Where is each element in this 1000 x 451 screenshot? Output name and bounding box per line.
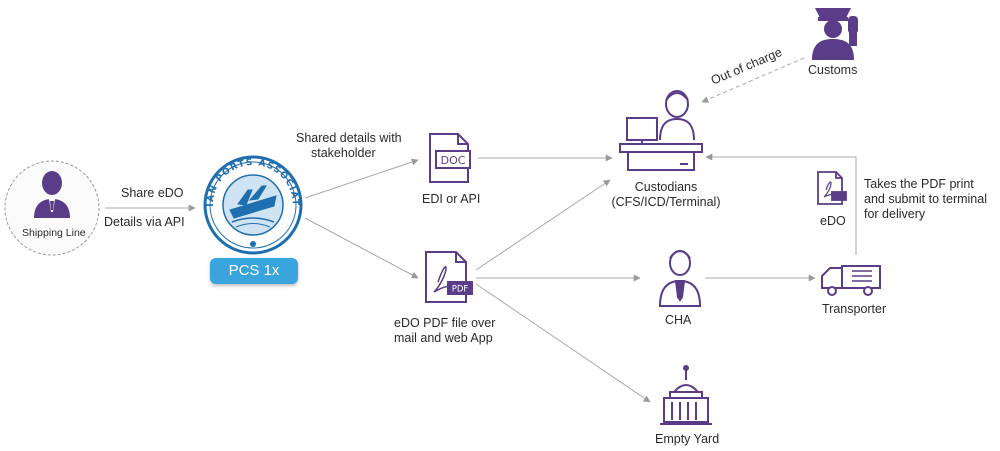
edo-pdf-icon[interactable] [817, 171, 847, 205]
pcs-badge[interactable]: PCS 1x [210, 258, 298, 284]
edo-pdf-label-line1: eDO PDF file over [394, 316, 496, 330]
cha-agent-icon[interactable] [658, 250, 702, 307]
edi-label: EDI or API [422, 192, 481, 206]
pdf-file-icon[interactable]: PDF [425, 251, 473, 303]
takes-pdf-label-line1: Takes the PDF print [864, 177, 974, 191]
pdf-icon-text: PDF [452, 285, 469, 295]
customs-officer-icon[interactable] [812, 8, 858, 60]
customs-label: Customs [808, 63, 858, 77]
shipping-line-node[interactable] [4, 160, 100, 256]
doc-file-icon[interactable]: DOC [429, 133, 471, 183]
arrow-pcs-to-pdf [304, 217, 419, 279]
shared-details-label-line1: Shared details with [296, 131, 402, 145]
shared-details-label-line2: stakeholder [311, 146, 376, 160]
empty-yard-label: Empty Yard [655, 432, 720, 446]
doc-icon-text: DOC [441, 154, 466, 167]
edo-pdf-label-line2: mail and web App [394, 331, 493, 345]
share-edo-label: Share eDO [121, 186, 184, 200]
connectors [105, 57, 857, 403]
arrow-pdf-to-custodians [475, 179, 611, 271]
shipping-line-label: Shipping Line [22, 227, 86, 239]
takes-pdf-label-line2: and submit to terminal [864, 192, 987, 206]
edo-label: eDO [820, 214, 846, 228]
transporter-truck-icon[interactable] [821, 265, 881, 296]
transporter-label: Transporter [822, 302, 887, 316]
custodians-label-line1: Custodians [634, 180, 698, 194]
custodians-label-line2: (CFS/ICD/Terminal) [611, 195, 721, 209]
arrow-pcs-to-edi [304, 158, 419, 199]
empty-yard-building-icon[interactable] [660, 365, 712, 425]
arrow-transporter-to-custodians [705, 153, 857, 255]
ship-emblem-icon [229, 185, 277, 228]
seal-dot-icon [250, 241, 256, 247]
takes-pdf-label-line3: for delivery [864, 207, 926, 221]
cha-label: CHA [665, 313, 692, 327]
out-of-charge-label: Out of charge [709, 45, 784, 87]
arrow-customs-to-custodians [701, 57, 805, 103]
businessman-icon [34, 171, 70, 218]
custodian-desk-icon[interactable] [619, 90, 703, 171]
details-api-label: Details via API [104, 215, 185, 229]
arrow-pdf-to-empty-yard [475, 283, 651, 403]
